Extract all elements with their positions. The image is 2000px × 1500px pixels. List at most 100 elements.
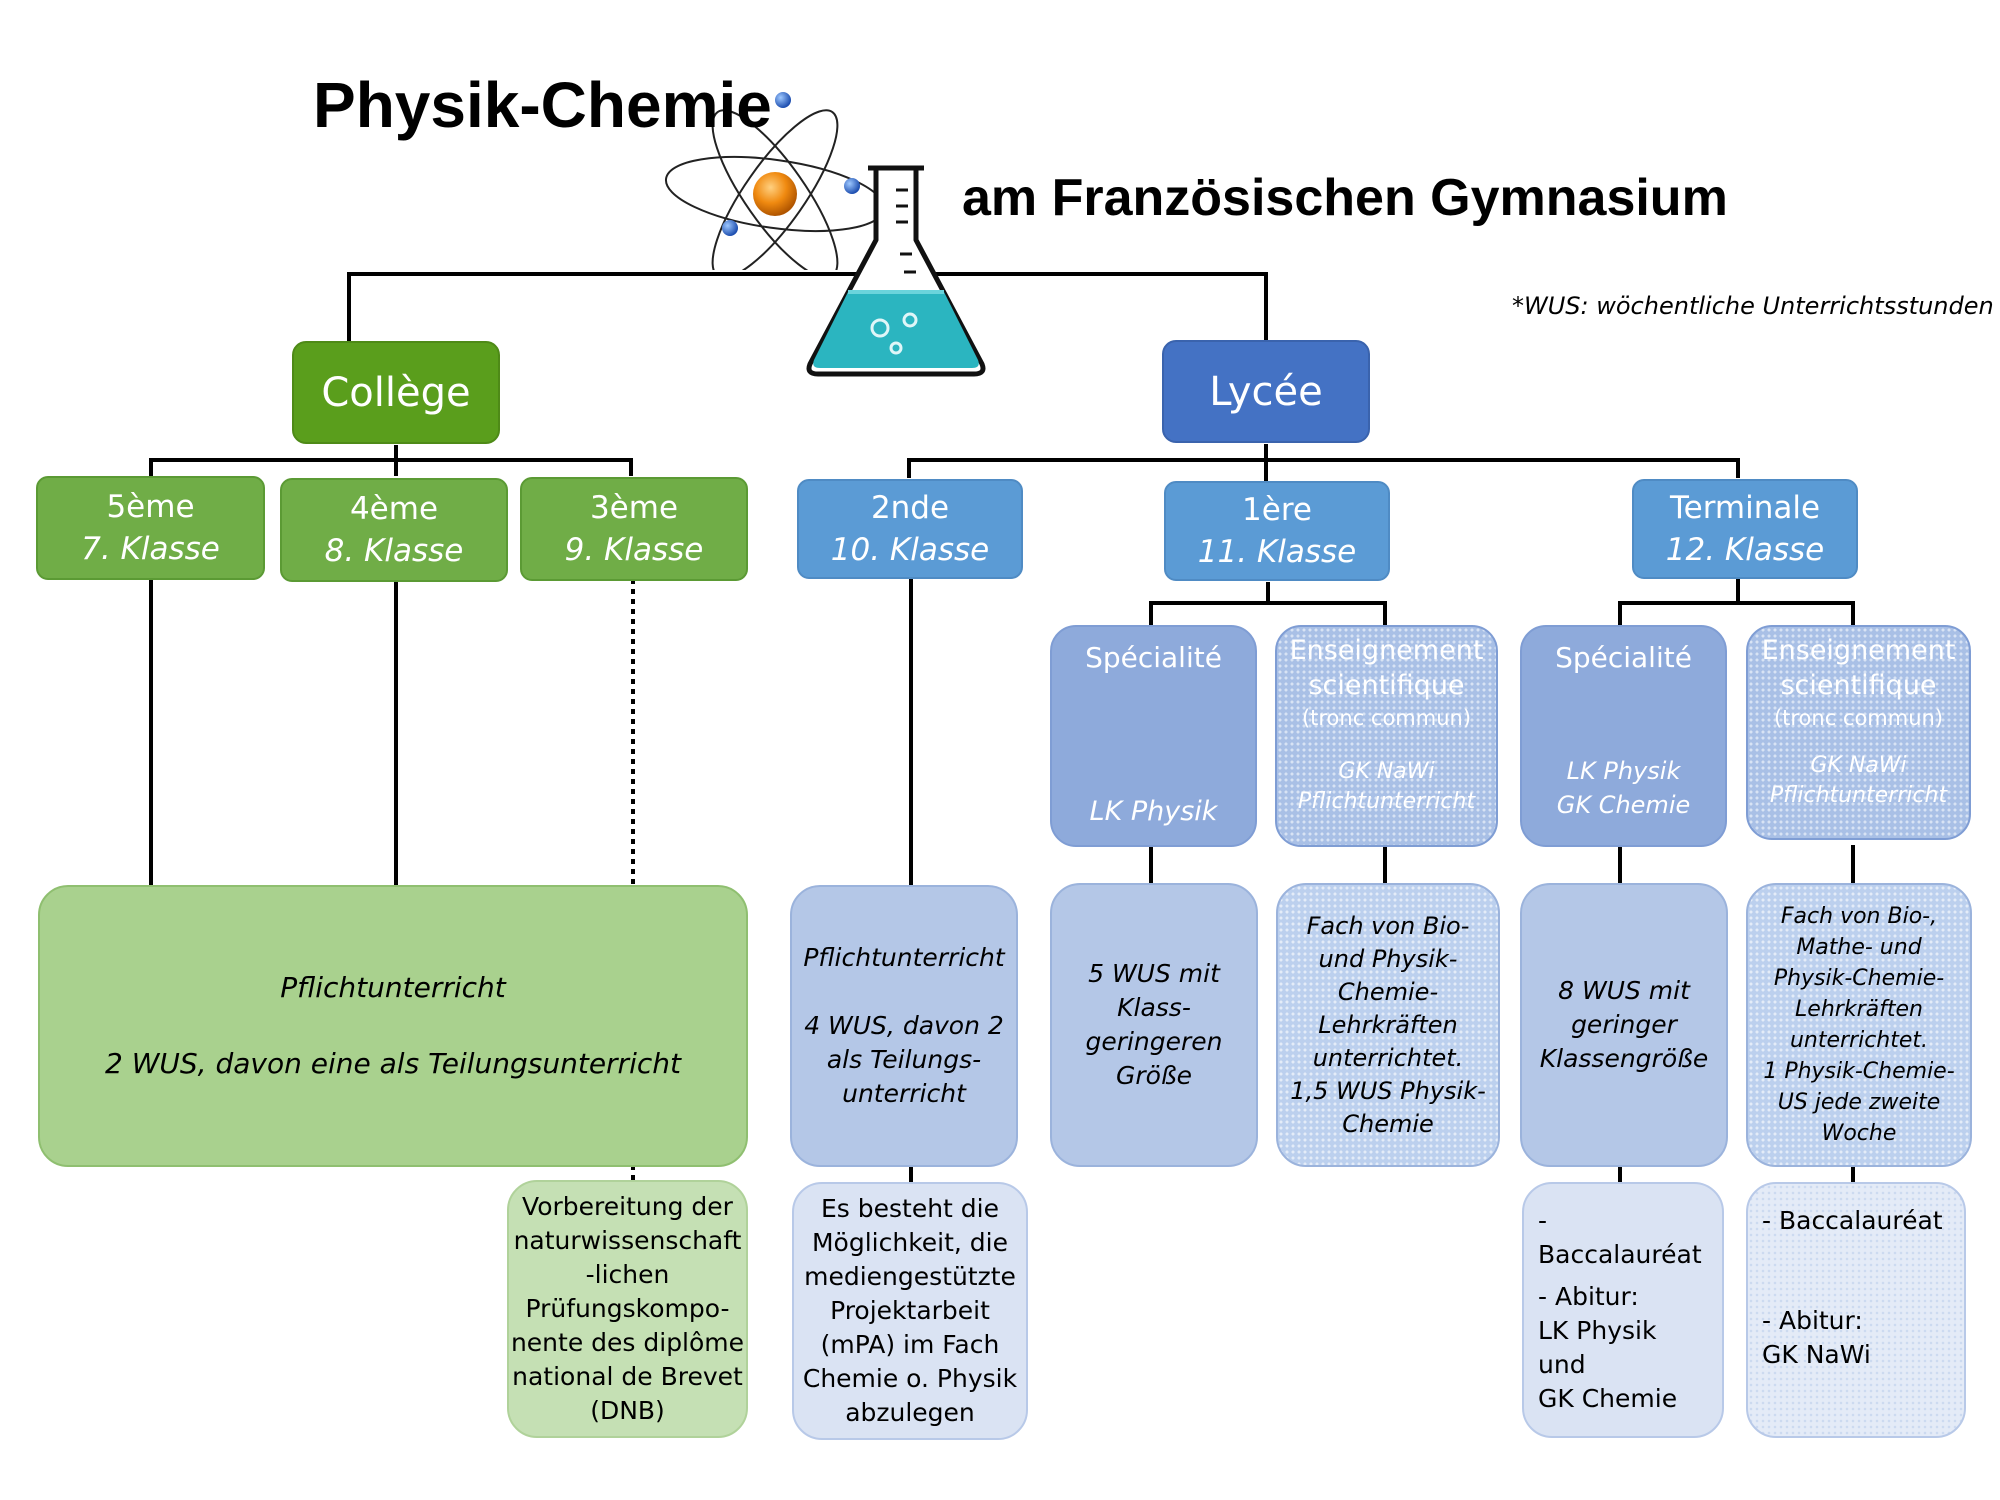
detail-line: Chemie bbox=[1342, 1109, 1434, 1138]
grade-name: 2nde bbox=[870, 490, 950, 526]
extra-line: (DNB) bbox=[590, 1396, 665, 1425]
track-title-1: Enseignement bbox=[1289, 635, 1484, 666]
track-title-1: Enseignement bbox=[1761, 635, 1956, 666]
track-title: Spécialité bbox=[1555, 641, 1692, 674]
grade-klasse: 8. Klasse bbox=[324, 533, 464, 569]
grade-klasse: 12. Klasse bbox=[1665, 532, 1825, 568]
extra-line: GK NaWi bbox=[1762, 1340, 1871, 1369]
detail-line: Fach von Bio-, bbox=[1780, 904, 1938, 929]
detail-line: Chemie- bbox=[1337, 977, 1439, 1006]
extra-line: naturwissenschaft bbox=[513, 1226, 742, 1255]
seconde-detail-line: 4 WUS, davon 2 bbox=[804, 1011, 1004, 1040]
college-detail: Pflichtunterricht 2 WUS, davon eine als … bbox=[38, 885, 748, 1167]
grade-5eme: 5ème 7. Klasse bbox=[36, 476, 265, 580]
track-1ere-specialite: Spécialité LK Physik bbox=[1050, 625, 1257, 847]
extra-line: LK Physik und bbox=[1538, 1316, 1657, 1379]
track-course-2: Pflichtunterricht bbox=[1769, 783, 1948, 808]
track-course-1: GK NaWi bbox=[1338, 759, 1435, 784]
extra-line: - Baccalauréat bbox=[1762, 1206, 1943, 1235]
detail-line: 8 WUS mit bbox=[1558, 976, 1690, 1005]
seconde-detail-line: als Teilungs- bbox=[826, 1045, 982, 1074]
detail-line: Lehrkräften bbox=[1318, 1010, 1458, 1039]
extra-line: - Abitur: bbox=[1538, 1282, 1639, 1311]
detail-line: geringer bbox=[1571, 1010, 1677, 1039]
extra-line: Projektarbeit bbox=[830, 1296, 990, 1325]
lycee-label: Lycée bbox=[1209, 368, 1323, 415]
erlenmeyer-flask-icon bbox=[806, 165, 986, 377]
grade-2nde: 2nde 10. Klasse bbox=[797, 479, 1023, 579]
detail-line: und Physik- bbox=[1318, 944, 1458, 973]
term-ens-extra: - Baccalauréat - Abitur: GK NaWi bbox=[1746, 1182, 1966, 1438]
extra-line: (mPA) im Fach bbox=[820, 1330, 1000, 1359]
track-title-3: (tronc commun) bbox=[1773, 706, 1944, 730]
extra-line: -lichen bbox=[585, 1260, 670, 1289]
track-course-1: GK NaWi bbox=[1810, 753, 1907, 778]
grade-3eme: 3ème 9. Klasse bbox=[520, 477, 748, 581]
college-extra: Vorbereitung der naturwissenschaft -lich… bbox=[507, 1180, 748, 1438]
detail-line: Fach von Bio- bbox=[1306, 911, 1470, 940]
grade-name: Terminale bbox=[1669, 490, 1821, 526]
seconde-detail-line: unterricht bbox=[842, 1079, 966, 1108]
term-spec-extra: - Baccalauréat - Abitur: LK Physik und G… bbox=[1522, 1182, 1724, 1438]
track-course: LK Physik bbox=[1089, 796, 1218, 827]
detail-line: unterrichtet. bbox=[1312, 1043, 1464, 1072]
extra-line: nente des diplôme bbox=[510, 1328, 745, 1357]
detail-line: 1,5 WUS Physik- bbox=[1290, 1076, 1486, 1105]
seconde-extra: Es besteht die Möglichkeit, die medienge… bbox=[792, 1182, 1028, 1440]
premiere-ens-detail: Fach von Bio- und Physik- Chemie- Lehrkr… bbox=[1276, 883, 1500, 1167]
track-term-specialite: Spécialité LK Physik GK Chemie bbox=[1520, 625, 1727, 847]
grade-1ere: 1ère 11. Klasse bbox=[1164, 481, 1390, 581]
college-box: Collège bbox=[292, 341, 500, 444]
connector-college bbox=[149, 458, 633, 476]
track-course-2: Pflichtunterricht bbox=[1297, 789, 1476, 814]
grade-klasse: 7. Klasse bbox=[81, 531, 220, 567]
detail-line: Klass- bbox=[1117, 993, 1191, 1022]
grade-klasse: 10. Klasse bbox=[830, 532, 990, 568]
term-ens-detail: Fach von Bio-, Mathe- und Physik-Chemie-… bbox=[1746, 883, 1972, 1167]
connector-1ere bbox=[1149, 601, 1387, 625]
premiere-spec-detail: 5 WUS mit Klass- geringeren Größe bbox=[1050, 883, 1258, 1167]
lycee-box: Lycée bbox=[1162, 340, 1370, 443]
grade-4eme: 4ème 8. Klasse bbox=[280, 478, 508, 582]
seconde-detail: Pflichtunterricht 4 WUS, davon 2 als Tei… bbox=[790, 885, 1018, 1167]
grade-name: 4ème bbox=[349, 491, 439, 527]
grade-name: 1ère bbox=[1242, 492, 1312, 528]
college-detail-line2: 2 WUS, davon eine als Teilungsunterricht bbox=[105, 1047, 681, 1080]
detail-line: Klassengröße bbox=[1539, 1044, 1709, 1073]
grade-klasse: 9. Klasse bbox=[564, 532, 704, 568]
grade-name: 5ème bbox=[106, 489, 195, 525]
term-spec-detail: 8 WUS mit geringer Klassengröße bbox=[1520, 883, 1728, 1167]
track-term-enseignement: Enseignement scientifique (tronc commun)… bbox=[1746, 625, 1971, 840]
connector-top bbox=[347, 272, 1268, 343]
extra-line: GK Chemie bbox=[1538, 1384, 1678, 1413]
extra-line: Es besteht die bbox=[820, 1194, 999, 1223]
detail-line: unterrichtet. bbox=[1789, 1028, 1929, 1053]
detail-line: 1 Physik-Chemie- bbox=[1763, 1059, 1955, 1084]
detail-line: Größe bbox=[1115, 1061, 1193, 1090]
detail-line: US jede zweite bbox=[1777, 1090, 1941, 1115]
detail-line: Lehrkräften bbox=[1795, 997, 1923, 1022]
extra-line: - Baccalauréat bbox=[1538, 1206, 1702, 1269]
connector-lycee bbox=[907, 458, 1740, 478]
track-title-3: (tronc commun) bbox=[1301, 706, 1472, 730]
track-title-2: scientifique bbox=[1780, 670, 1937, 701]
grade-klasse: 11. Klasse bbox=[1197, 534, 1357, 570]
grade-terminale: Terminale 12. Klasse bbox=[1632, 479, 1858, 579]
track-course-1: LK Physik bbox=[1566, 757, 1681, 785]
title-sub: am Französischen Gymnasium bbox=[962, 169, 1728, 227]
detail-line: geringeren bbox=[1085, 1027, 1223, 1056]
college-label: Collège bbox=[321, 369, 471, 416]
seconde-detail-line: Pflichtunterricht bbox=[803, 943, 1005, 972]
detail-line: 5 WUS mit bbox=[1088, 959, 1220, 988]
detail-line: Mathe- und bbox=[1796, 935, 1922, 960]
extra-line: Vorbereitung der bbox=[522, 1192, 733, 1221]
track-title-2: scientifique bbox=[1308, 670, 1465, 701]
title-main: Physik-Chemie bbox=[313, 69, 772, 141]
connector-terminale bbox=[1618, 601, 1855, 625]
footnote: *WUS: wöchentliche Unterrichtsstunden bbox=[1512, 292, 1994, 320]
extra-line: mediengestützte bbox=[804, 1262, 1016, 1291]
extra-line: - Abitur: bbox=[1762, 1306, 1863, 1335]
extra-line: Möglichkeit, die bbox=[811, 1228, 1009, 1257]
